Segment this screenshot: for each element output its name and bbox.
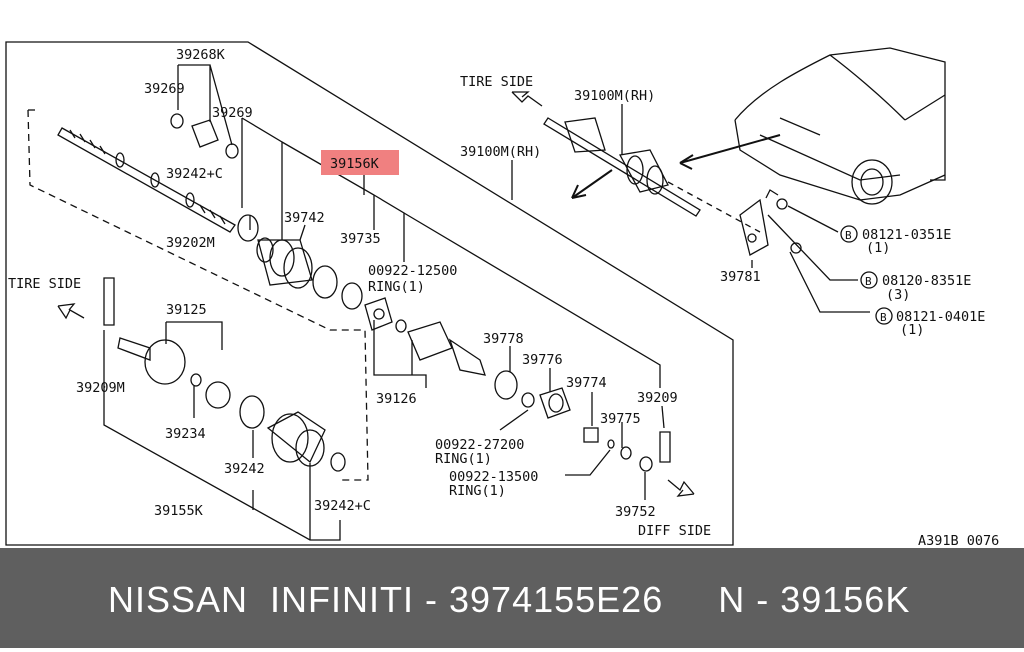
label-39209m: 39209M	[76, 380, 125, 396]
label-39202m: 39202M	[166, 235, 215, 251]
part-39209-right	[659, 431, 671, 463]
label-39100m-a: 39100M(RH)	[574, 88, 655, 104]
label-39781: 39781	[720, 269, 761, 285]
label-39234: 39234	[165, 426, 206, 442]
part-39774	[583, 427, 599, 443]
joint-39126	[364, 297, 393, 331]
arrow-to-car	[679, 134, 781, 164]
label-39156k: 39156K	[330, 156, 380, 172]
boot-39155k	[266, 411, 326, 467]
clamp-39242	[239, 395, 265, 429]
label-39774: 39774	[566, 375, 607, 391]
label-39125: 39125	[166, 302, 207, 318]
label-00922-27200: 00922-27200	[435, 437, 524, 453]
label-bolt-1: 08121-0351E	[862, 227, 951, 243]
label-bolt-1-qty: (1)	[866, 240, 890, 256]
diff-side-arrow	[667, 479, 695, 497]
label-39268k: 39268K	[176, 47, 226, 63]
ring-00922-12500	[341, 282, 363, 310]
label-ring-b: RING(1)	[435, 451, 492, 467]
label-39775: 39775	[600, 411, 641, 427]
label-39269-b: 39269	[212, 105, 253, 121]
label-bolt-2-qty: (3)	[886, 287, 910, 303]
bolt-08121-0351e	[776, 198, 788, 210]
b-marker-2-letter: B	[865, 275, 872, 288]
label-bolt-2: 08120-8351E	[882, 273, 971, 289]
label-39100m-b: 39100M(RH)	[460, 144, 541, 160]
b-marker-3	[875, 307, 893, 325]
b-marker-1	[840, 225, 858, 243]
axle-assembly-39100m	[543, 117, 701, 217]
clamp-39242c-bottom	[330, 452, 346, 472]
tire-side-arrow-left	[57, 303, 85, 320]
label-39155k: 39155K	[154, 503, 204, 519]
cage-39234	[205, 381, 231, 409]
bearing-39776	[539, 387, 571, 419]
part-39775	[620, 446, 632, 460]
arrow-down	[571, 169, 613, 199]
parts-diagram: 39268K 39269 39269 39242+C 39202M 39742 …	[5, 41, 999, 548]
label-39126: 39126	[376, 391, 417, 407]
joint-39125	[117, 337, 186, 385]
label-00922-12500: 00922-12500	[368, 263, 457, 279]
highlight-39156k	[321, 150, 399, 175]
car-illustration	[734, 47, 946, 205]
part-39752	[639, 456, 653, 472]
shaft-39202m	[57, 127, 236, 233]
footer-text: NISSAN INFINITI - 3974155E26 N - 39156K	[108, 579, 911, 620]
label-tire-side-left: TIRE SIDE	[8, 276, 81, 292]
label-ring-c: RING(1)	[449, 483, 506, 499]
label-39735: 39735	[340, 231, 381, 247]
part-39209m	[103, 277, 115, 326]
bolt-08120-8351e	[790, 242, 802, 254]
label-39269-a: 39269	[144, 81, 185, 97]
diagram-frame	[5, 41, 734, 546]
housing	[407, 321, 486, 376]
tire-side-arrow-top	[511, 91, 543, 107]
boot-39741	[256, 237, 313, 289]
label-39242: 39242	[224, 461, 265, 477]
seal-39778	[494, 370, 518, 400]
label-00922-13500: 00922-13500	[449, 469, 538, 485]
label-ring-a: RING(1)	[368, 279, 425, 295]
label-39752: 39752	[615, 504, 656, 520]
label-39742: 39742	[284, 210, 325, 226]
label-39209: 39209	[637, 390, 678, 406]
diagram-code: A391B 0076	[918, 533, 999, 548]
label-bolt-3-qty: (1)	[900, 322, 924, 338]
b-marker-2	[860, 271, 878, 289]
bracket-39781	[739, 198, 769, 256]
label-39776: 39776	[522, 352, 563, 368]
dashed-shaft-box	[27, 109, 369, 481]
b-marker-1-letter: B	[845, 229, 852, 242]
band-39735	[312, 265, 338, 299]
label-39242c-bottom: 39242+C	[314, 498, 371, 514]
label-39778: 39778	[483, 331, 524, 347]
b-marker-3-letter: B	[880, 311, 887, 324]
label-39242c-top: 39242+C	[166, 166, 223, 182]
footer-bar: NISSAN INFINITI - 3974155E26 N - 39156K	[0, 548, 1024, 648]
label-diff-side: DIFF SIDE	[638, 523, 711, 539]
label-bolt-3: 08121-0401E	[896, 309, 985, 325]
label-tire-side-top: TIRE SIDE	[460, 74, 533, 90]
clamp-39242c-top	[237, 214, 259, 242]
